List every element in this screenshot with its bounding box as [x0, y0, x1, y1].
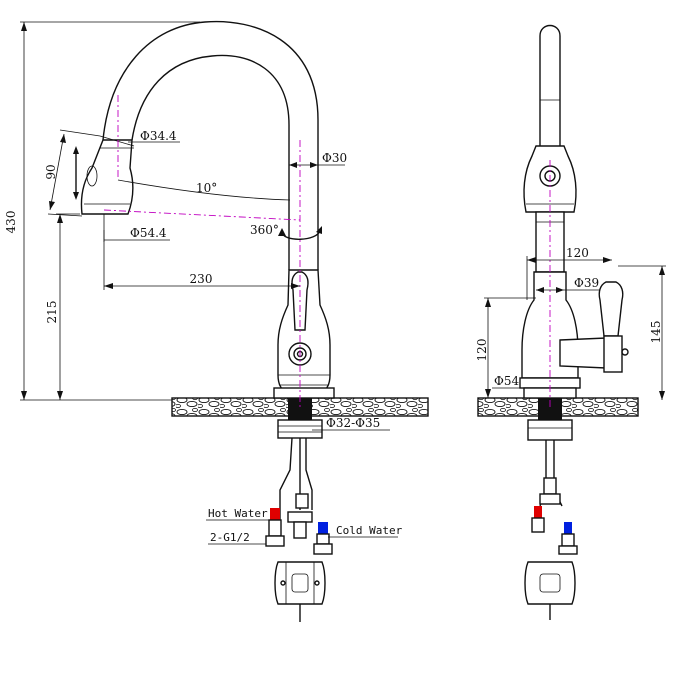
spout-front — [539, 24, 561, 151]
spout-inner — [131, 54, 290, 270]
dim-head-dia-top: Φ34.4 — [140, 129, 177, 143]
dim-swivel: 360° — [250, 223, 279, 237]
spout-outer — [102, 20, 319, 270]
hose-weight-front — [524, 561, 576, 605]
dim-total-height: 430 — [4, 211, 18, 234]
dim-handle-width: 120 — [566, 246, 589, 260]
hot-water-label: Hot Water — [208, 507, 268, 520]
cold-water-marker — [318, 522, 328, 534]
dim-spray-angle: 90 — [44, 164, 58, 179]
dim-spout-dia: Φ30 — [322, 151, 347, 165]
dim-body-dia: Φ39 — [574, 276, 599, 290]
dim-base-dia: Φ54 — [494, 374, 519, 388]
hose-weight-side — [274, 561, 326, 605]
cold-water-label: Cold Water — [336, 524, 403, 537]
dim-head-dia-bottom: Φ54.4 — [130, 226, 167, 240]
side-view: 430 215 230 90 10° 360° Φ34.4 Φ54.4 — [4, 20, 429, 622]
dim-spout-height: 215 — [45, 301, 59, 324]
connector-label: 2-G1/2 — [210, 531, 250, 544]
cold-marker-front — [564, 522, 572, 534]
hot-marker-front — [534, 506, 542, 518]
dim-tilt: 10° — [196, 181, 217, 195]
lever-handle-front — [559, 337, 607, 369]
hot-water-marker — [270, 508, 280, 520]
spray-head — [80, 139, 134, 215]
front-view: 120 Φ39 120 145 Φ54 — [475, 24, 666, 620]
dim-handle-top: 145 — [649, 321, 663, 344]
dim-shank-dia: Φ32-Φ35 — [326, 416, 380, 430]
dim-reach: 230 — [190, 272, 213, 286]
dim-handle-height: 120 — [475, 339, 489, 362]
